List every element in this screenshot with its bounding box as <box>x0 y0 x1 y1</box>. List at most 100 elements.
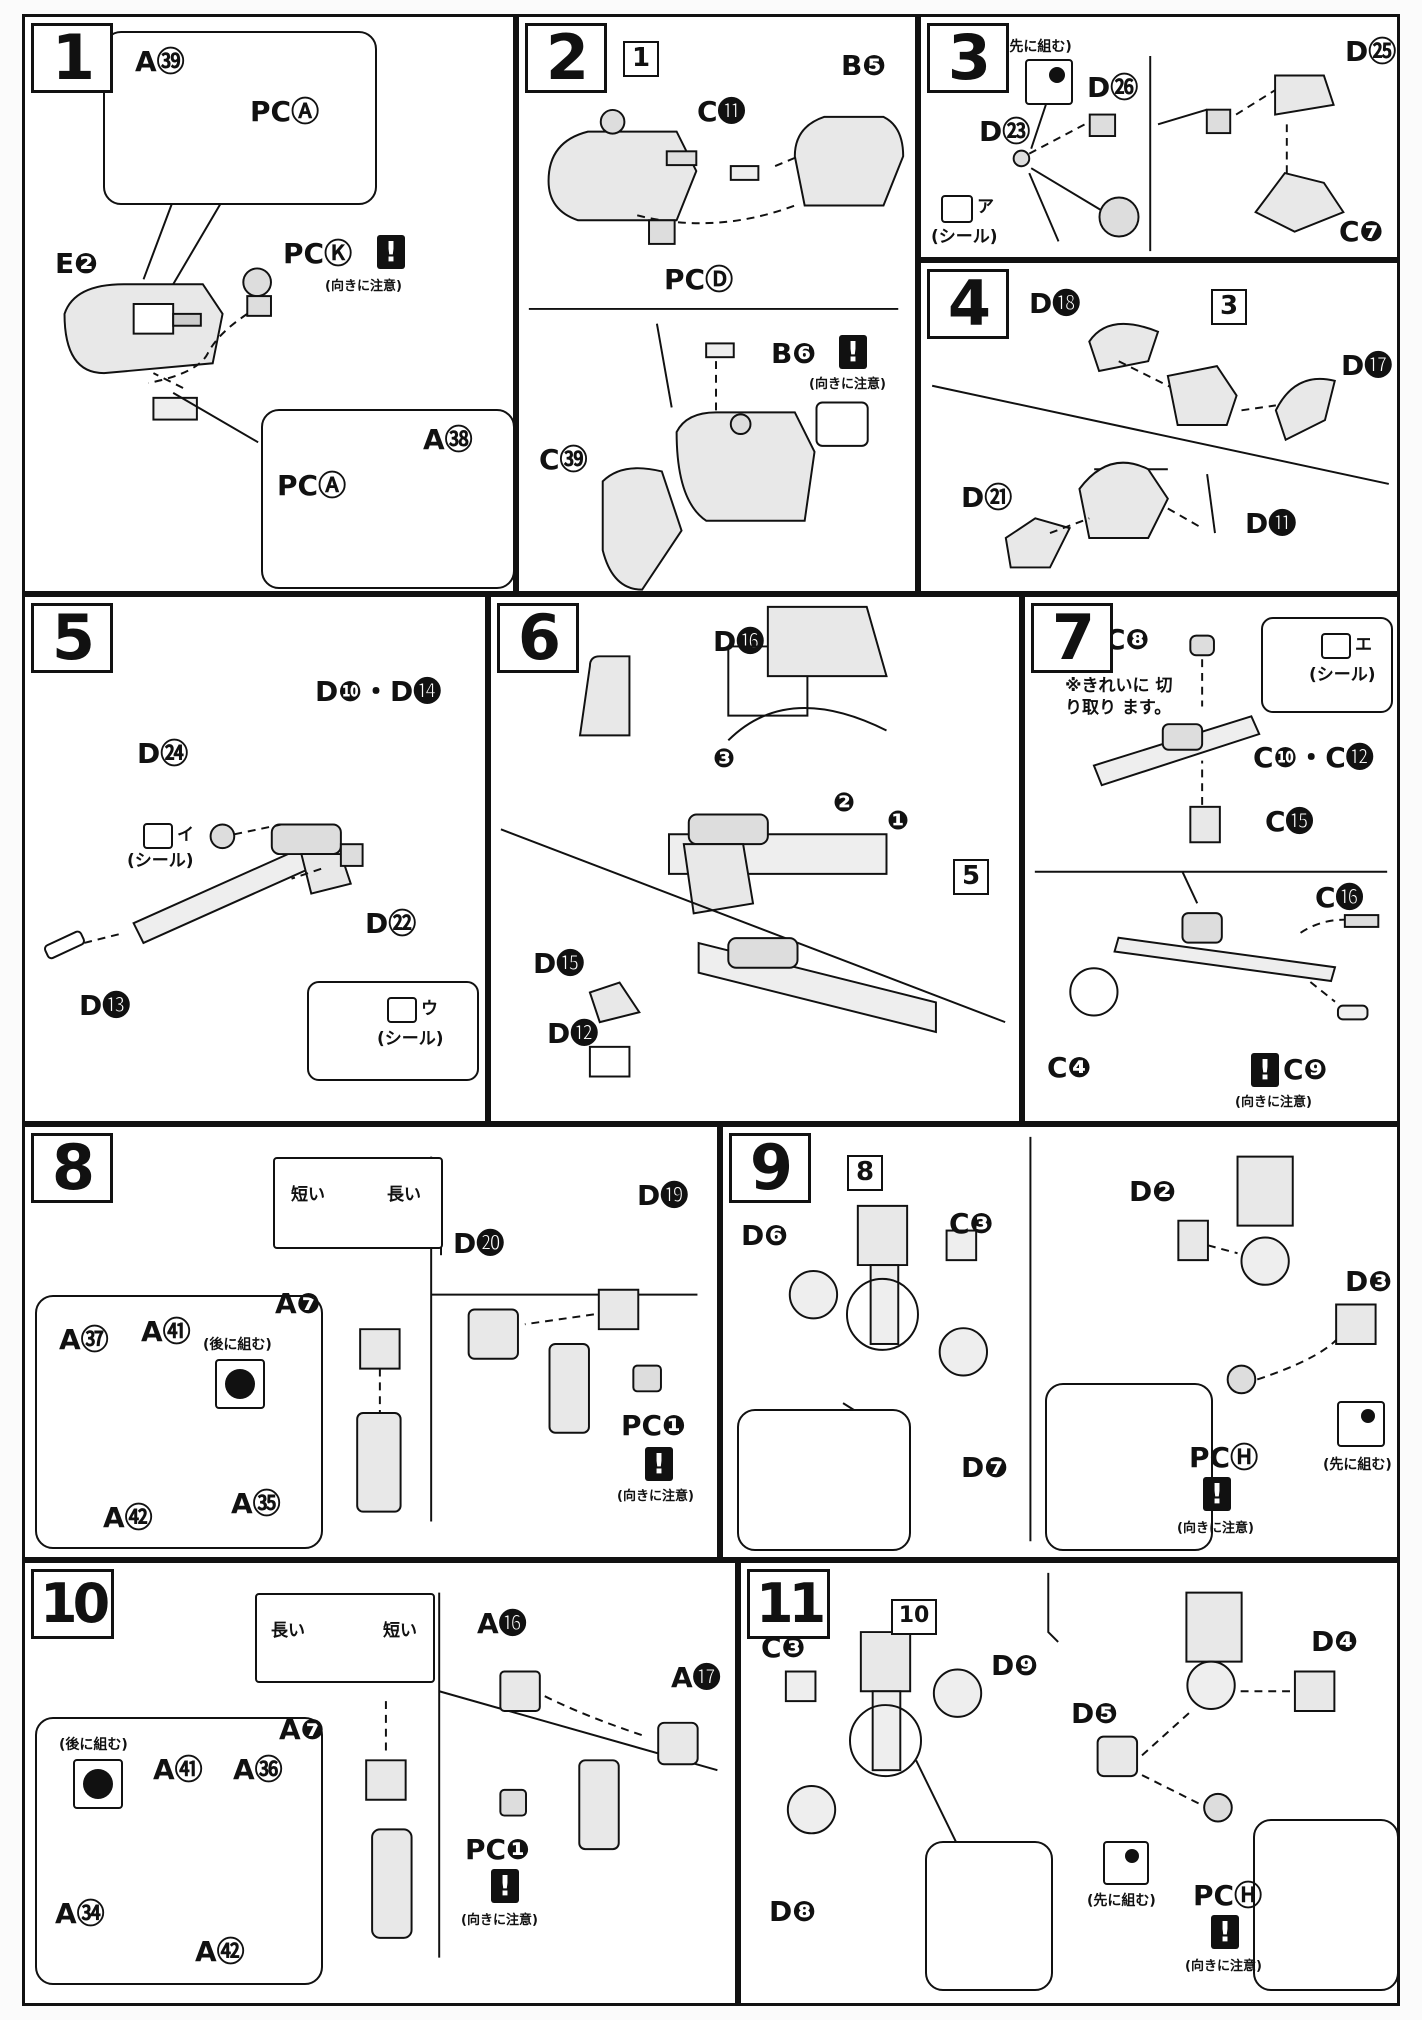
sticker-icon <box>941 195 973 223</box>
part-label: PCⒶ <box>250 95 320 128</box>
assemble-first-note: (先に組む) <box>1087 1893 1156 1909</box>
step-number: 8 <box>31 1133 113 1203</box>
part-label: PCⒽ <box>1193 1879 1263 1912</box>
step-number: 11 <box>747 1569 831 1639</box>
part-label: PCⒽ <box>1189 1441 1259 1474</box>
sticker-note: (シール) <box>127 851 194 871</box>
step-number: 6 <box>497 603 579 673</box>
part-label: D❸ <box>1345 1265 1392 1298</box>
caution-note: (向きに注意) <box>1235 1095 1312 1110</box>
part-label: A㊶ <box>141 1315 191 1348</box>
sticker-letter: ウ <box>421 999 438 1019</box>
caution-note: (向きに注意) <box>461 1913 538 1928</box>
part-label: PCⒹ <box>664 263 734 296</box>
dot-marker-icon <box>1025 59 1073 105</box>
assembly-drawing <box>43 823 364 960</box>
part-label: D❺ <box>1071 1697 1118 1730</box>
caution-note: (向きに注意) <box>809 377 886 392</box>
caution-icon: ! <box>491 1869 519 1903</box>
part-label: C❹ <box>1047 1051 1092 1084</box>
part-label: A❼ <box>279 1713 325 1746</box>
step-number: 9 <box>729 1133 811 1203</box>
assembly-drawing <box>500 605 1006 1078</box>
short-label: 短い <box>383 1621 417 1641</box>
detail-callout <box>255 1593 435 1683</box>
caution-icon: ! <box>1203 1477 1231 1511</box>
step-number: 5 <box>31 603 113 673</box>
part-label: C❾ <box>1283 1053 1328 1086</box>
sticker-note: (シール) <box>377 1029 444 1049</box>
caution-note: (向きに注意) <box>617 1489 694 1504</box>
reference-step-box: 5 <box>953 859 989 895</box>
sticker-note: (シール) <box>931 227 998 247</box>
part-label: C❸ <box>949 1207 994 1240</box>
detail-callout <box>925 1841 1053 1991</box>
dot-marker-icon <box>73 1759 123 1809</box>
part-label: D⓫ <box>1245 507 1297 540</box>
order-marker: ❷ <box>833 788 856 818</box>
part-label: PC❶ <box>465 1833 530 1866</box>
sticker-letter: イ <box>177 825 194 845</box>
assembly-drawing <box>1012 56 1345 252</box>
part-label: D⓱ <box>1341 349 1393 382</box>
step-2-panel: 2 1 B❺ C⓫ PCⒹ <box>516 14 918 594</box>
black-dot-icon <box>225 1369 255 1399</box>
step-number: 7 <box>1031 603 1113 673</box>
part-label: D⓭ <box>79 989 131 1022</box>
part-label: D㉔ <box>137 737 189 770</box>
order-marker: ❸ <box>713 744 736 774</box>
dot-marker-icon <box>1103 1841 1149 1885</box>
step-6-panel: 6 5 D⓰ ❸ ❷ ❶ D⓯ D⓬ <box>488 594 1022 1124</box>
sticker-note: (シール) <box>1309 665 1376 685</box>
part-label: C❿・C⓬ <box>1253 741 1374 774</box>
part-label: B❺ <box>841 49 887 82</box>
step-number: 3 <box>927 23 1009 93</box>
dot-marker-icon <box>215 1359 265 1409</box>
part-label: PCⒶ <box>277 469 347 502</box>
part-label: D❷ <box>1129 1175 1176 1208</box>
black-dot-icon <box>1361 1409 1375 1423</box>
assemble-first-note: (先に組む) <box>1323 1457 1392 1473</box>
part-label: D⓴ <box>453 1227 505 1260</box>
part-label: A㊴ <box>135 45 185 78</box>
assemble-first-note: (先に組む) <box>1003 39 1072 55</box>
caution-icon: ! <box>839 335 867 369</box>
part-label: D⓰ <box>713 625 765 658</box>
cut-note: ※きれいに 切り取り ます。 <box>1065 676 1173 718</box>
part-label: C㊴ <box>539 443 588 476</box>
part-label: D⓯ <box>533 947 585 980</box>
part-label: A㊱ <box>233 1753 283 1786</box>
caution-icon: ! <box>1251 1053 1279 1087</box>
part-label: D㉖ <box>1087 71 1139 104</box>
reference-step-box: 3 <box>1211 289 1247 325</box>
sticker-letter: エ <box>1355 635 1372 655</box>
part-label: D⓲ <box>1029 287 1081 320</box>
part-label: D㉒ <box>365 907 417 940</box>
caution-note: (向きに注意) <box>1177 1521 1254 1536</box>
part-label: A㉟ <box>231 1487 281 1520</box>
sticker-letter: ア <box>977 197 994 217</box>
part-label: PCⓀ <box>283 237 353 270</box>
part-label: D❾ <box>991 1649 1038 1682</box>
assembly-drawing <box>931 322 1390 569</box>
step-1-panel: 1 A㊴ <box>22 14 516 594</box>
detail-callout <box>273 1157 443 1249</box>
caution-note: (向きに注意) <box>1185 1959 1262 1974</box>
sticker-icon <box>143 823 173 849</box>
caution-icon: ! <box>645 1447 673 1481</box>
step-8-panel: 8 短い 長い (後に組む) <box>22 1124 720 1560</box>
part-label: C⓯ <box>1265 805 1314 838</box>
step-number: 1 <box>31 23 113 93</box>
reference-step-box: 8 <box>847 1155 883 1191</box>
detail-callout <box>35 1295 323 1549</box>
part-label: C❼ <box>1339 215 1384 248</box>
part-label: C⓫ <box>697 95 746 128</box>
assembly-drawing <box>528 108 905 591</box>
part-label: D❹ <box>1311 1625 1358 1658</box>
caution-note: (向きに注意) <box>325 279 402 294</box>
part-label: A⓰ <box>477 1607 527 1640</box>
part-label: D❿・D⓮ <box>315 675 442 708</box>
reference-step-box: 1 <box>623 41 659 77</box>
dot-marker-icon <box>1337 1401 1385 1447</box>
reference-step-box: 10 <box>891 1599 937 1635</box>
